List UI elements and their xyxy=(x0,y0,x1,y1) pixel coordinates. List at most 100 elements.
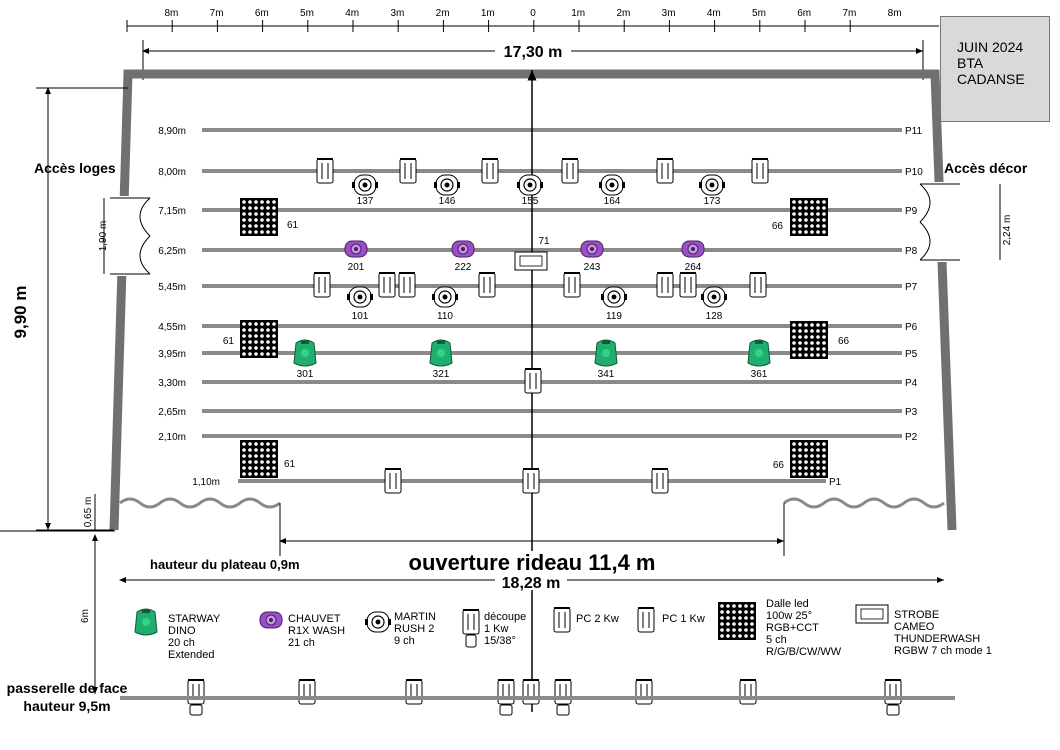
front-fixture xyxy=(405,679,423,705)
dino-address: 321 xyxy=(433,369,450,380)
dino-address: 341 xyxy=(598,369,615,380)
legend-chauvet-icon xyxy=(259,611,283,629)
front-fixture-head xyxy=(499,704,513,716)
front-bridge-line1: passerelle de face xyxy=(7,680,128,696)
bar-name-p5: P5 xyxy=(905,349,918,360)
top-width-label: 17,30 m xyxy=(504,44,563,61)
wash-address: 243 xyxy=(584,262,601,273)
scale-label: 2m xyxy=(616,8,630,19)
pc-fixture xyxy=(751,158,769,184)
scale-label: 4m xyxy=(707,8,721,19)
pc-fixture xyxy=(522,468,540,494)
rush-address: 101 xyxy=(352,311,369,322)
front-fixture-head xyxy=(189,704,203,716)
curtain xyxy=(119,497,945,556)
front-fixture xyxy=(554,679,572,705)
wash-fixture xyxy=(580,240,604,258)
bar-name-p6: P6 xyxy=(905,322,918,333)
wash-address: 222 xyxy=(455,262,472,273)
front-apron-label: 0,65 m xyxy=(83,497,94,528)
legend-strobe-text: STROBE xyxy=(894,609,939,621)
wash-fixture xyxy=(451,240,475,258)
wash-fixture xyxy=(681,240,705,258)
bar-height-p4: 3,30m xyxy=(158,378,186,389)
front-fixture xyxy=(635,679,653,705)
dino-fixture xyxy=(594,339,618,367)
legend-rush-text: 9 ch xyxy=(394,635,415,647)
bar-height-p11: 8,90m xyxy=(158,126,186,137)
dino-fixture xyxy=(429,339,453,367)
scale-label: 4m xyxy=(345,8,359,19)
dalle-address: 61 xyxy=(223,336,235,347)
front-fixture xyxy=(522,679,540,705)
dino-address: 301 xyxy=(297,369,314,380)
scale-label: 3m xyxy=(662,8,676,19)
rush-fixture xyxy=(351,174,379,196)
rush-fixture xyxy=(700,286,728,308)
scale-label: 1m xyxy=(571,8,585,19)
scale-label: 2m xyxy=(436,8,450,19)
stage-walls xyxy=(109,69,960,531)
rush-address: 128 xyxy=(706,311,723,322)
pc-fixture xyxy=(478,272,496,298)
legend-pc1-icon xyxy=(637,607,655,633)
scale-label: 3m xyxy=(390,8,404,19)
pc-fixture xyxy=(651,468,669,494)
wash-address: 201 xyxy=(348,262,365,273)
rush-fixture xyxy=(433,174,461,196)
rush-fixture xyxy=(516,174,544,196)
pc-fixture xyxy=(679,272,697,298)
rush-address: 164 xyxy=(604,196,621,207)
strobe-address: 71 xyxy=(538,236,550,247)
legend-decoupe-text: 15/38° xyxy=(484,635,516,647)
legend-dalle-text: 100w 25° xyxy=(766,610,812,622)
access-right: Accès décor xyxy=(944,160,1028,176)
front-fixture xyxy=(187,679,205,705)
pc-fixture xyxy=(656,272,674,298)
legend-chauvet-text: 21 ch xyxy=(288,637,315,649)
bar-height-p10: 8,00m xyxy=(158,167,186,178)
dalle-address: 66 xyxy=(773,460,785,471)
bar-height-p2: 2,10m xyxy=(158,432,186,443)
dalle-address: 66 xyxy=(838,336,850,347)
pc-fixture xyxy=(399,158,417,184)
depth-label: 9,90 m xyxy=(11,286,30,339)
dino-address: 361 xyxy=(751,369,768,380)
rush-fixture xyxy=(598,174,626,196)
stage-height-label: hauteur du plateau 0,9m xyxy=(150,557,300,572)
legend-rush-icon xyxy=(364,611,392,633)
dalle-fixture xyxy=(240,440,278,478)
rush-fixture xyxy=(698,174,726,196)
bar-name-p8: P8 xyxy=(905,246,918,257)
rush-address: 137 xyxy=(357,196,374,207)
bar-height-p9: 7,15m xyxy=(158,206,186,217)
bar-name-p11: P11 xyxy=(905,126,922,137)
legend-decoupe-text: 1 Kw xyxy=(484,623,509,635)
front-fixture xyxy=(298,679,316,705)
legend-dino-text: DINO xyxy=(168,625,196,637)
legend-decoupe-text: découpe xyxy=(484,611,526,623)
right-door xyxy=(919,183,1001,261)
left-door xyxy=(103,197,151,275)
scale-label: 8m xyxy=(164,8,178,19)
opening-label: ouverture rideau 11,4 m xyxy=(409,550,656,575)
front-fixture-head xyxy=(886,704,900,716)
bar-name-p3: P3 xyxy=(905,407,918,418)
bar-height-p1: 1,10m xyxy=(192,477,220,488)
dalle-address: 61 xyxy=(287,220,299,231)
bar-name-p2: P2 xyxy=(905,432,918,443)
bar-name-p9: P9 xyxy=(905,206,918,217)
info-venue: BTA xyxy=(957,55,984,71)
legend-strobe-text: RGBW 7 ch mode 1 xyxy=(894,645,992,657)
bottom-width-label: 18,28 m xyxy=(502,575,561,592)
legend-rush-text: MARTIN xyxy=(394,611,436,623)
dalle-fixture xyxy=(240,198,278,236)
info-date: JUIN 2024 xyxy=(957,39,1024,55)
scale-label: 7m xyxy=(842,8,856,19)
rush-address: 119 xyxy=(606,311,622,322)
bar-height-p6: 4,55m xyxy=(158,322,186,333)
rush-fixture xyxy=(346,286,374,308)
info-box: JUIN 2024 BTA CADANSE xyxy=(940,16,1050,122)
